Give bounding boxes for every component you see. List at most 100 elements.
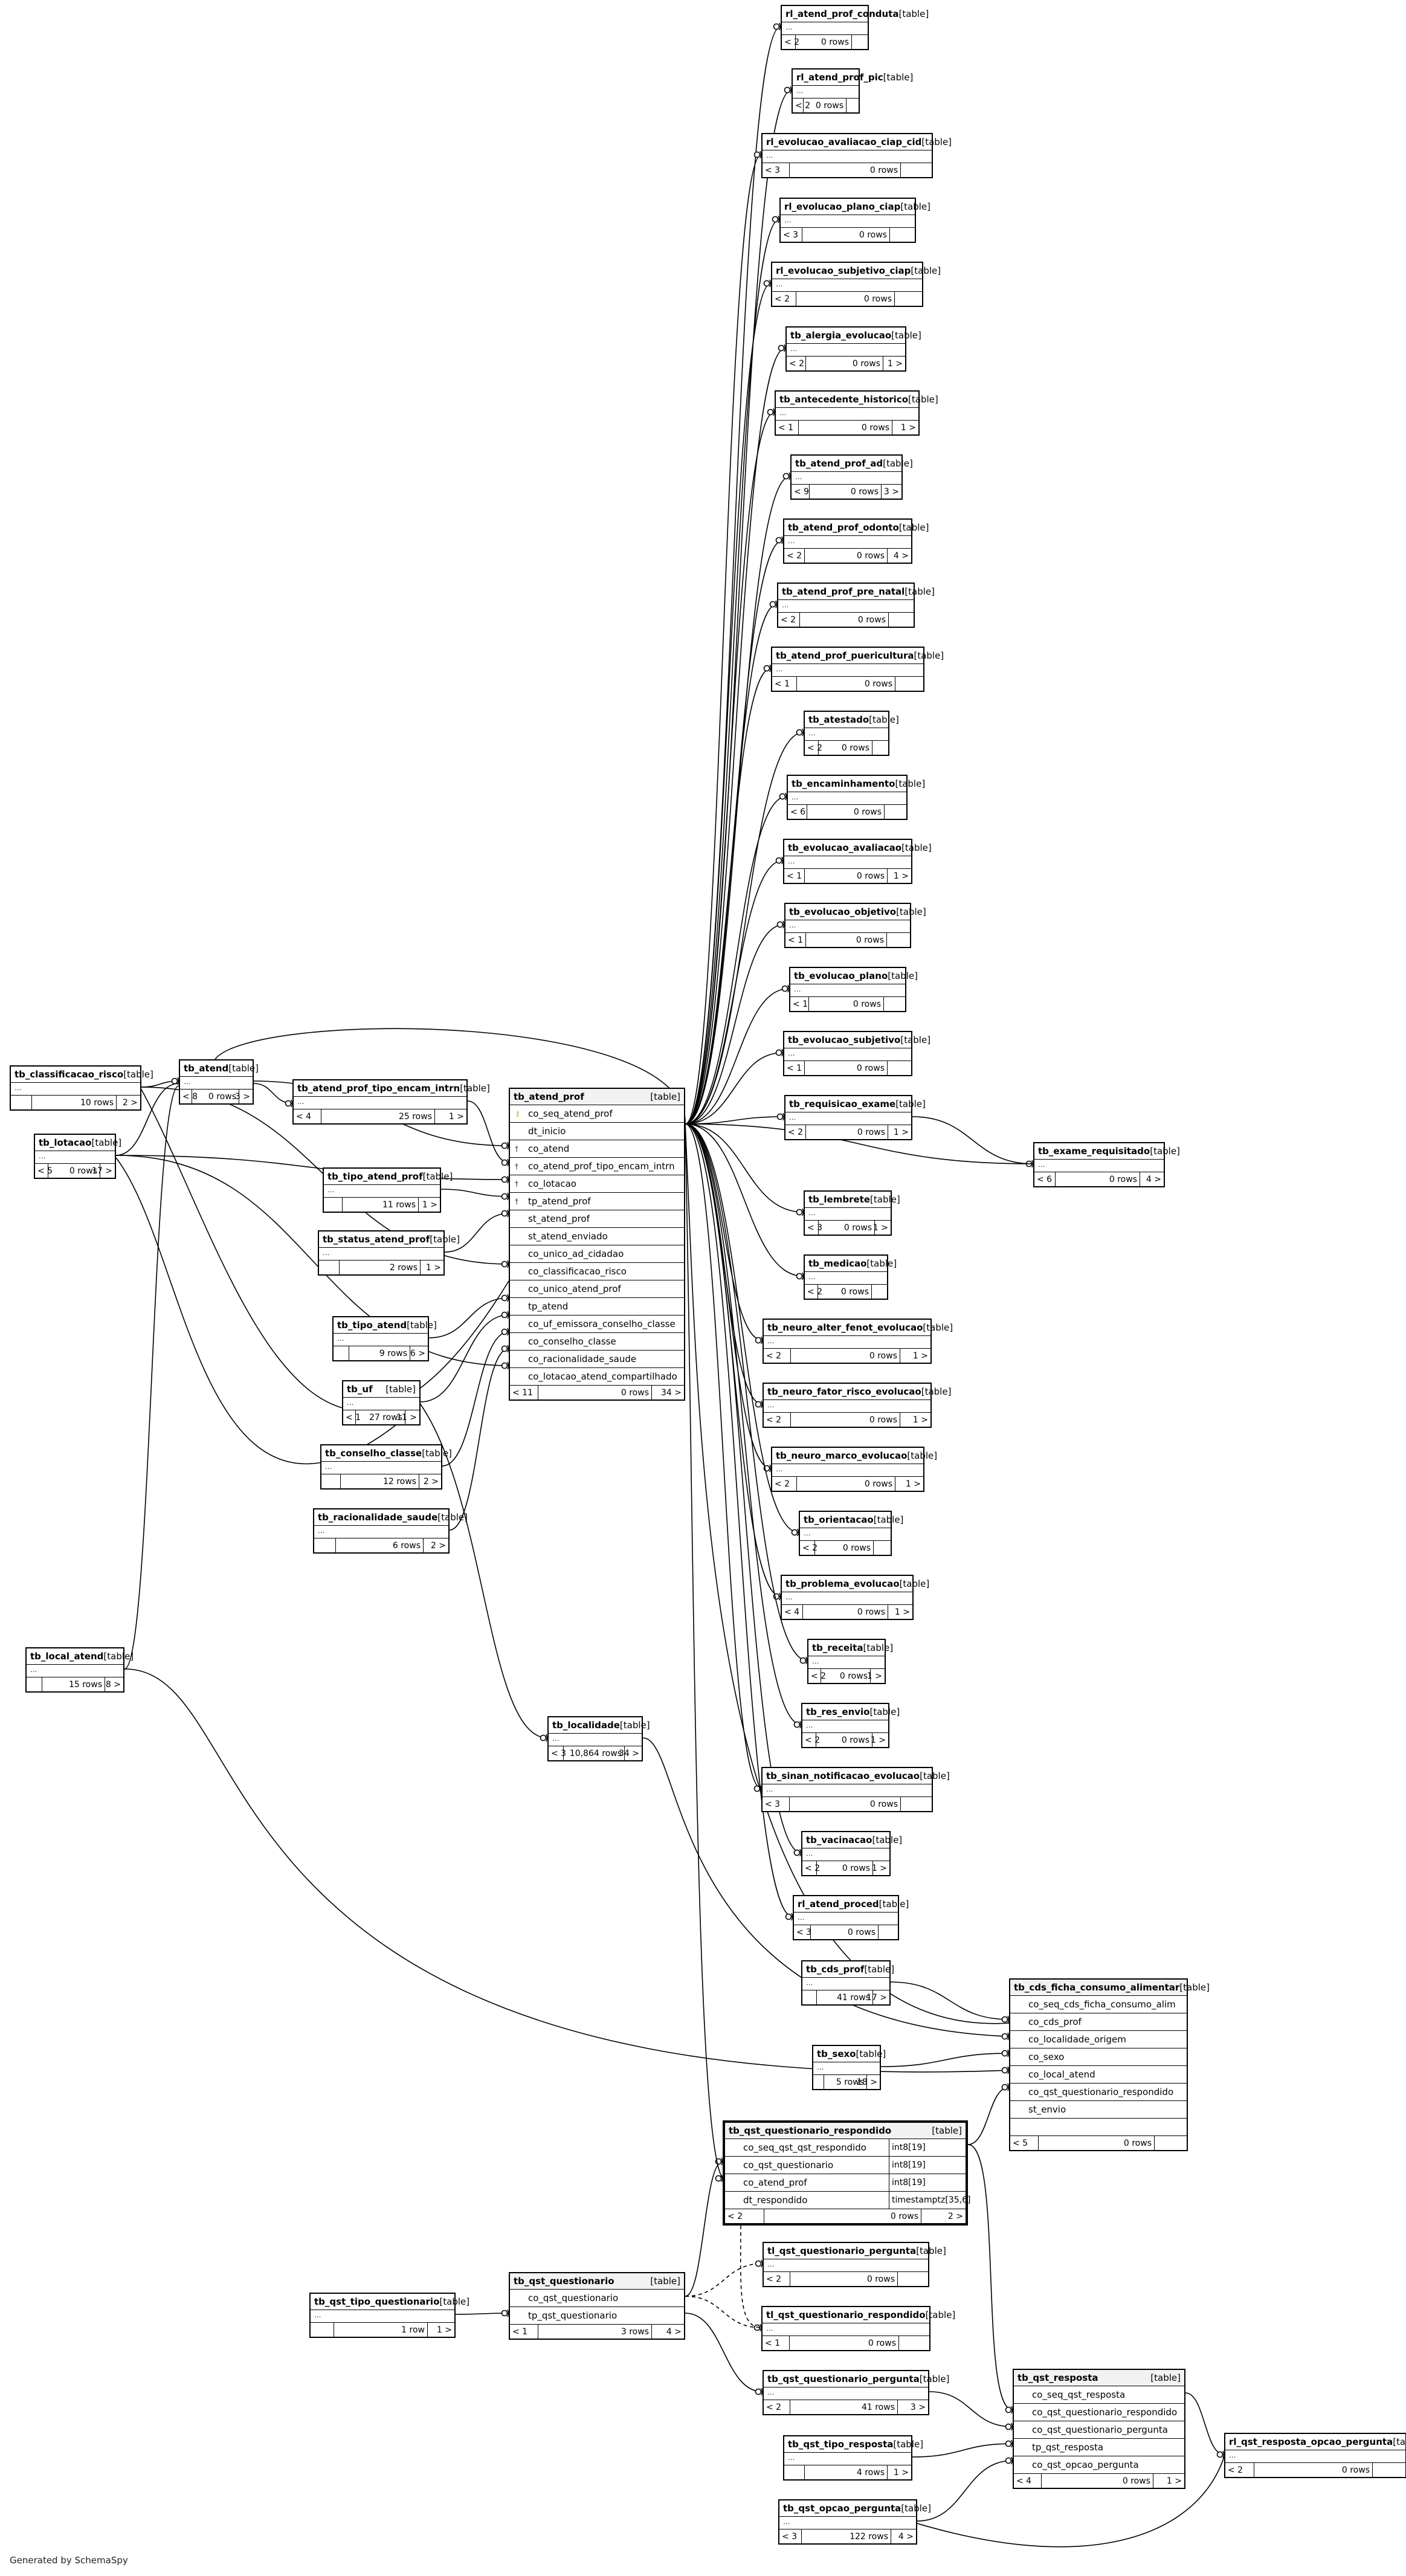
table-tb-sinan-notificacao-evolucao[interactable]: tb_sinan_notificacao_evolucao[table]...<… [761, 1767, 950, 1812]
table-header[interactable]: tb_atend_prof[table] [510, 1089, 684, 1105]
table-header[interactable]: tb_racionalidade_saude[table] [314, 1509, 468, 1526]
table-name[interactable]: tb_tipo_atend_prof [327, 1171, 423, 1182]
column-row[interactable]: st_atend_enviado [510, 1228, 684, 1245]
table-header[interactable]: tb_evolucao_avaliacao[table] [784, 840, 932, 856]
related-left-count[interactable]: < 1 [790, 997, 809, 1011]
related-right-count[interactable]: 2 > [122, 1097, 138, 1108]
table-name[interactable]: rl_qst_resposta_opcao_pergunta [1229, 2436, 1393, 2447]
related-left-count[interactable] [802, 1990, 817, 2004]
related-left-count[interactable] [784, 2465, 805, 2479]
related-left-count[interactable]: < 1 [784, 869, 805, 883]
related-left-count[interactable] [324, 1198, 343, 1212]
table-name[interactable]: tb_neuro_alter_fenot_evolucao [767, 1322, 923, 1333]
related-right-count[interactable] [898, 2272, 928, 2286]
related-left-count[interactable]: < 1 [772, 677, 797, 691]
related-right-count[interactable]: 1 > [866, 1671, 882, 1681]
related-right-count[interactable] [874, 1541, 891, 1555]
table-name[interactable]: tb_localidade [552, 1720, 620, 1731]
table-header[interactable]: tb_res_envio[table] [802, 1704, 900, 1720]
table-tl-qst-questionario-pergunta[interactable]: tl_qst_questionario_pergunta[table]...< … [763, 2242, 946, 2287]
related-left-count[interactable]: < 3 [781, 228, 802, 242]
related-right-count[interactable]: 1 > [900, 422, 916, 433]
table-name[interactable]: rl_atend_proced [798, 1899, 879, 1909]
table-name[interactable]: tb_qst_tipo_questionario [314, 2296, 440, 2307]
table-header[interactable]: tb_neuro_marco_evolucao[table] [772, 1448, 937, 1464]
table-name[interactable]: tb_lotacao [39, 1137, 92, 1148]
table-name[interactable]: rl_evolucao_avaliacao_ciap_cid [766, 137, 922, 147]
table-header[interactable]: rl_atend_proced[table] [794, 1896, 909, 1913]
related-left-count[interactable]: < 2 [778, 613, 800, 627]
table-header[interactable]: tb_atend_prof_pre_natal[table] [778, 584, 935, 600]
table-header[interactable]: tb_cds_prof[table] [802, 1961, 894, 1978]
column-row[interactable]: †co_lotacao [510, 1175, 684, 1193]
table-header[interactable]: tb_uf[table] [343, 1381, 419, 1398]
table-header[interactable]: tb_vacinacao[table] [802, 1832, 902, 1848]
related-left-count[interactable]: < 2 [808, 1669, 826, 1683]
related-left-count[interactable]: < 1 [510, 2325, 538, 2339]
table-name[interactable]: tb_atend_prof_puericultura [776, 650, 914, 661]
table-header[interactable]: rl_atend_prof_pic[table] [793, 69, 913, 86]
related-right-count[interactable] [847, 98, 859, 112]
related-right-count[interactable] [901, 163, 932, 177]
related-right-count[interactable]: 1 > [912, 1415, 928, 1425]
related-left-count[interactable] [27, 1677, 42, 1691]
column-row[interactable]: co_seq_cds_ficha_consumo_alim [1010, 1996, 1187, 2013]
table-header[interactable]: tb_qst_questionario_pergunta[table] [764, 2371, 949, 2387]
table-name[interactable]: tb_evolucao_objetivo [789, 906, 897, 917]
table-header[interactable]: tb_lotacao[table] [35, 1135, 121, 1151]
table-header[interactable]: tb_qst_questionario[table] [510, 2273, 684, 2290]
table-header[interactable]: tb_tipo_atend_prof[table] [324, 1169, 453, 1185]
table-header[interactable]: rl_qst_resposta_opcao_pergunta[table] [1225, 2434, 1406, 2450]
related-left-count[interactable] [321, 1474, 341, 1488]
column-row[interactable]: tp_qst_questionario [510, 2307, 684, 2325]
related-left-count[interactable]: < 4 [782, 1605, 803, 1619]
table-header[interactable]: tb_evolucao_subjetivo[table] [784, 1032, 930, 1048]
related-left-count[interactable]: < 2 [764, 2272, 790, 2286]
related-right-count[interactable]: 4 > [893, 550, 909, 561]
column-row[interactable]: st_atend_prof [510, 1210, 684, 1228]
column-row[interactable]: tp_atend [510, 1298, 684, 1315]
table-header[interactable]: tb_antecedente_historico[table] [776, 392, 938, 408]
related-left-count[interactable]: < 9 [792, 485, 810, 499]
related-right-count[interactable]: 2 > [430, 1540, 446, 1551]
related-left-count[interactable]: < 2 [800, 1541, 817, 1555]
table-name[interactable]: tb_atend_prof_pre_natal [782, 586, 905, 597]
related-left-count[interactable]: < 4 [294, 1109, 321, 1123]
table-name[interactable]: tb_medicao [808, 1258, 867, 1269]
table-header[interactable]: tb_evolucao_objetivo[table] [785, 904, 926, 920]
related-right-count[interactable]: 1 > [425, 1262, 441, 1273]
related-right-count[interactable]: 1 > [893, 1127, 909, 1137]
table-header[interactable]: tb_requisicao_exame[table] [785, 1096, 926, 1112]
table-name[interactable]: tb_qst_questionario_respondido [729, 2125, 892, 2136]
table-tb-atend-prof-tipo-encam-intrn[interactable]: tb_atend_prof_tipo_encam_intrn[table]...… [292, 1079, 490, 1125]
related-right-count[interactable] [852, 35, 868, 49]
table-name[interactable]: tb_qst_tipo_resposta [788, 2439, 894, 2450]
column-row[interactable]: dt_inicio [510, 1123, 684, 1140]
related-right-count[interactable]: 34 > [619, 1748, 639, 1758]
table-name[interactable]: tb_atend_prof_tipo_encam_intrn [297, 1083, 460, 1094]
related-left-count[interactable]: < 2 [764, 1349, 791, 1363]
related-right-count[interactable]: 11 > [396, 1412, 417, 1422]
table-name[interactable]: tb_cds_prof [806, 1964, 865, 1975]
table-header[interactable]: tb_status_atend_prof[table] [319, 1232, 460, 1248]
related-left-count[interactable]: < 3 [763, 1797, 790, 1811]
related-left-count[interactable]: < 8 [180, 1089, 198, 1103]
table-header[interactable]: tl_qst_questionario_respondido[table] [763, 2307, 955, 2323]
related-right-count[interactable] [1373, 2463, 1405, 2477]
table-name[interactable]: tb_problema_evolucao [785, 1578, 900, 1589]
